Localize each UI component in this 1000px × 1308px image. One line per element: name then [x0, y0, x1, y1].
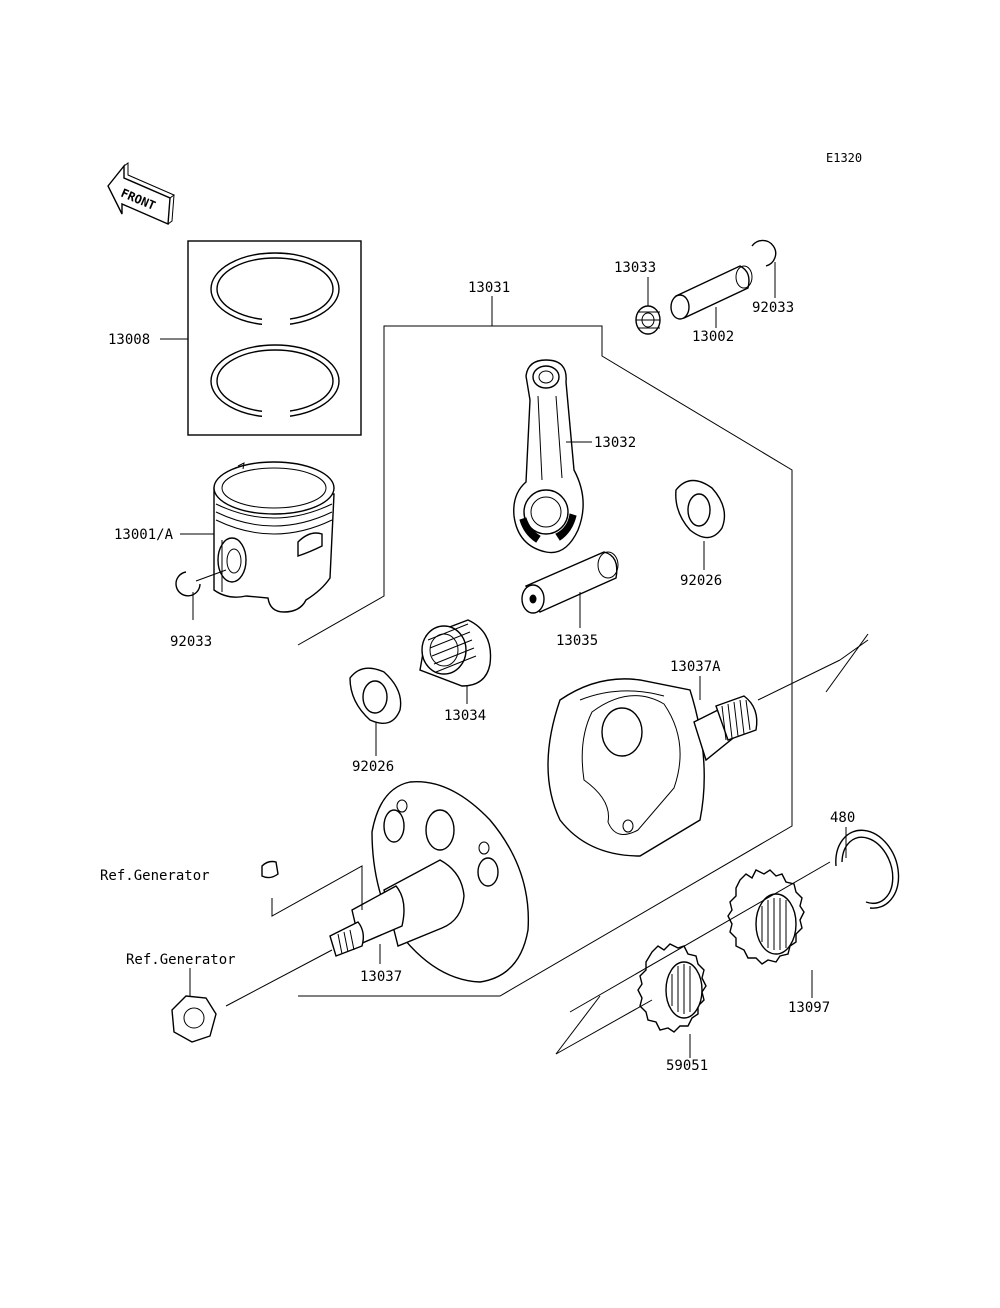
piston	[213, 461, 335, 613]
label-480: 480	[830, 810, 855, 826]
crank-nut	[171, 995, 217, 1043]
label-13037: 13037	[360, 969, 402, 985]
label-92033-top: 92033	[752, 300, 794, 316]
piston-ring-set	[187, 240, 362, 436]
label-ref-generator-2: Ref.Generator	[126, 952, 236, 968]
crankshaft-right-half	[547, 659, 841, 857]
thrust-washer-right	[675, 479, 726, 539]
label-59051: 59051	[666, 1058, 708, 1074]
label-13031: 13031	[468, 280, 510, 296]
crank-pin	[521, 551, 619, 614]
label-ref-generator-1: Ref.Generator	[100, 868, 210, 884]
thrust-washer-left	[349, 667, 402, 724]
label-13097: 13097	[788, 1000, 830, 1016]
piston-pin	[670, 265, 753, 320]
gear-13097	[727, 869, 805, 965]
label-92026-right: 92026	[680, 573, 722, 589]
needle-bearing-small-end	[635, 305, 661, 335]
woodruff-key	[261, 860, 279, 879]
label-13008: 13008	[108, 332, 150, 348]
label-13034: 13034	[444, 708, 486, 724]
connecting-rod	[513, 359, 584, 554]
part-labels: 13008 13031 13033 13002 92033 13032 1300…	[100, 260, 855, 1074]
label-13032: 13032	[594, 435, 636, 451]
label-92026-left: 92026	[352, 759, 394, 775]
diagram-code: E1320	[826, 151, 862, 165]
label-13037a: 13037A	[670, 659, 721, 675]
label-92033-left: 92033	[170, 634, 212, 650]
circlip-top	[751, 239, 777, 267]
gear-59051	[637, 943, 707, 1033]
circlip-left	[175, 571, 201, 597]
label-13002: 13002	[692, 329, 734, 345]
crankshaft-left-half	[225, 780, 530, 1007]
label-13035: 13035	[556, 633, 598, 649]
circlip-480	[835, 829, 900, 909]
front-arrow-icon: FRONT	[107, 162, 175, 226]
label-13033: 13033	[614, 260, 656, 276]
needle-bearing-big-end	[419, 619, 492, 687]
label-13001a: 13001/A	[114, 527, 174, 543]
